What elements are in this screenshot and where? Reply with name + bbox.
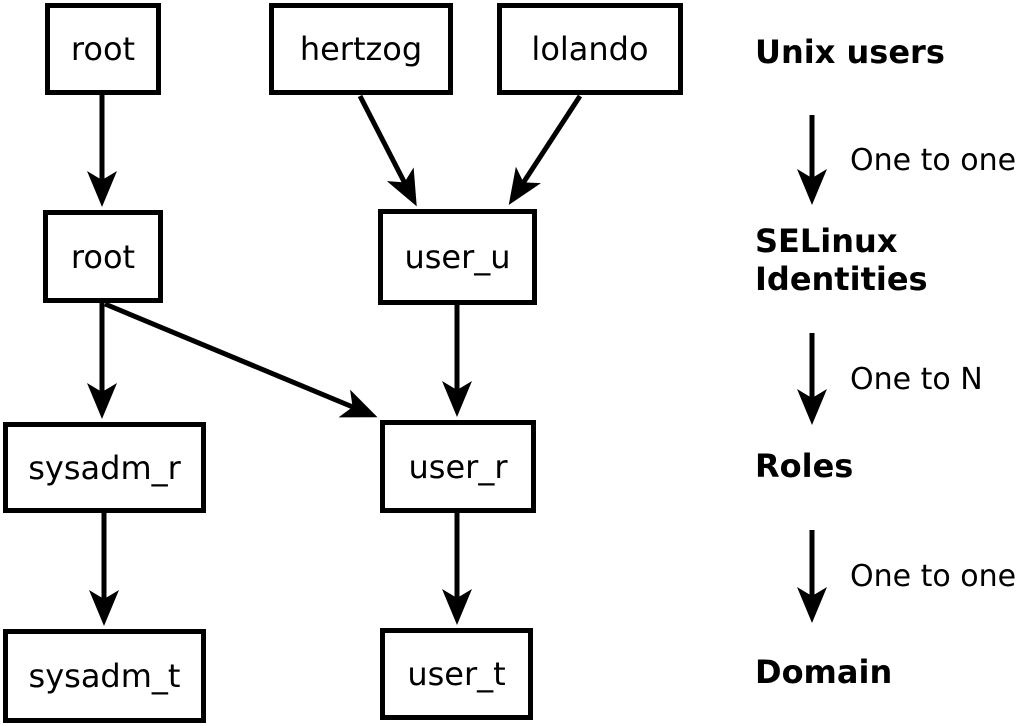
node-selinux-user-u: user_u	[378, 209, 537, 305]
node-role-user-r: user_r	[380, 420, 536, 513]
node-role-sysadm-r: sysadm_r	[3, 422, 206, 513]
legend-level-selinux-identities: SELinux Identities	[755, 222, 928, 298]
node-label: root	[70, 30, 136, 68]
legend-mapping-one-to-one-1: One to one	[850, 143, 1017, 178]
arrow-hertzog-to-user-u	[357, 94, 417, 207]
arrow-selinux-root-to-user-r	[104, 301, 378, 418]
legend-level-roles: Roles	[755, 447, 854, 485]
node-unix-root: root	[45, 3, 161, 95]
node-label: sysadm_t	[28, 657, 181, 695]
node-unix-hertzog: hertzog	[269, 3, 453, 95]
node-unix-lolando: lolando	[497, 3, 683, 95]
node-label: user_u	[404, 238, 511, 276]
node-label: user_r	[408, 447, 508, 486]
legend-mapping-one-to-one-2: One to one	[850, 559, 1017, 594]
node-label: lolando	[531, 30, 649, 68]
node-label: user_t	[407, 655, 506, 693]
arrow-lolando-to-user-u	[508, 94, 583, 206]
node-selinux-root: root	[43, 210, 163, 303]
node-domain-user-t: user_t	[380, 628, 533, 720]
node-label: hertzog	[299, 30, 423, 68]
node-label: sysadm_r	[28, 448, 181, 487]
legend-level-unix-users: Unix users	[755, 33, 945, 71]
node-label: root	[70, 237, 136, 276]
legend-mapping-one-to-n: One to N	[850, 362, 983, 397]
legend-level-domain: Domain	[755, 653, 893, 691]
node-domain-sysadm-t: sysadm_t	[3, 629, 206, 723]
